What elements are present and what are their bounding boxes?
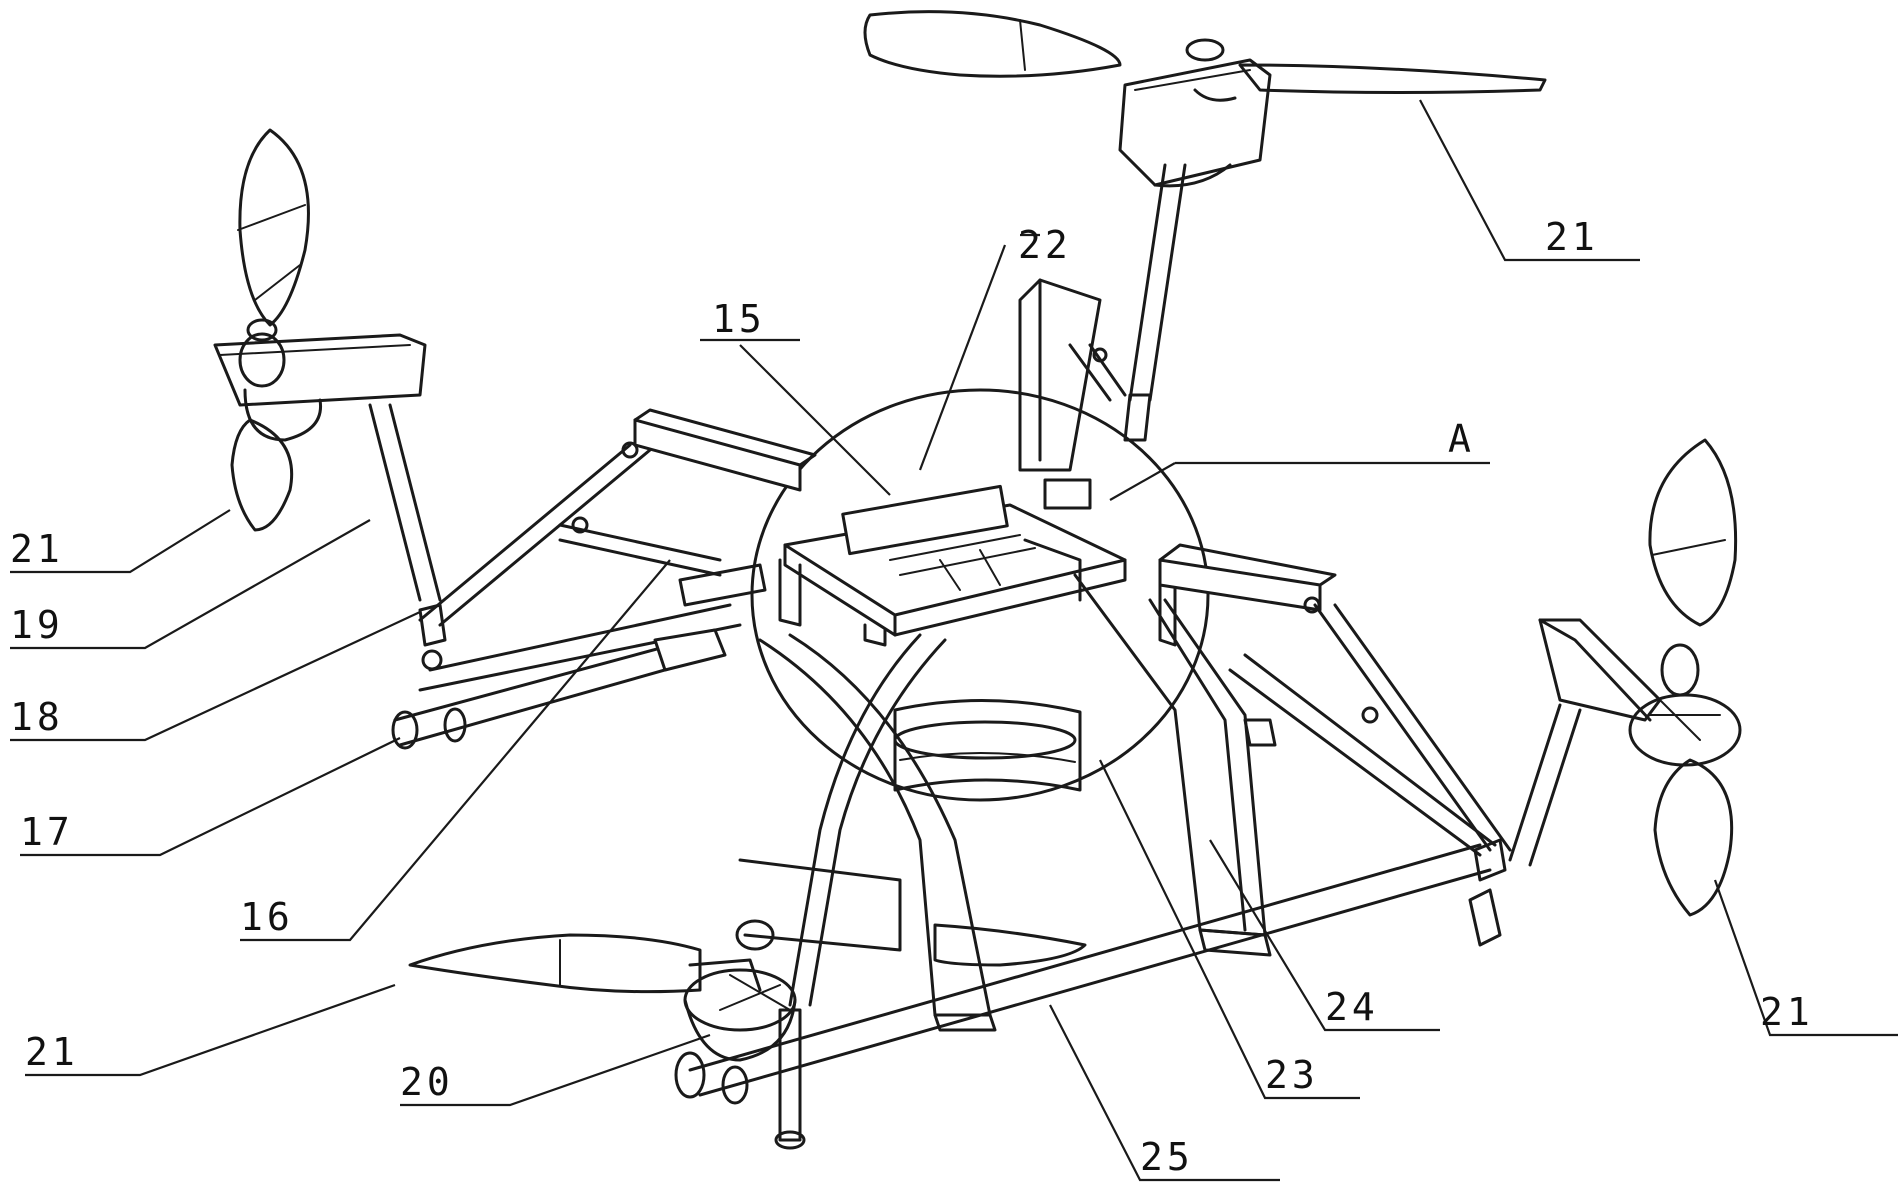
landing-legs (760, 575, 1270, 1148)
right-arm-assembly (1160, 545, 1580, 945)
label-22: 22 (1018, 223, 1072, 267)
top-plate (785, 480, 1125, 635)
left-propeller (215, 130, 440, 600)
top-right-propeller (865, 12, 1545, 440)
label-23: 23 (1265, 1053, 1319, 1097)
label-21-left: 21 (10, 527, 64, 571)
label-A: A (1448, 417, 1475, 461)
label-21-top-right: 21 (1545, 215, 1599, 259)
label-19: 19 (10, 603, 64, 647)
ground-bar (676, 845, 1490, 1103)
label-18: 18 (10, 695, 64, 739)
label-17: 17 (20, 810, 74, 854)
label-24: 24 (1325, 985, 1379, 1029)
label-16: 16 (240, 895, 294, 939)
right-propeller (1540, 440, 1740, 915)
label-21-right: 21 (1760, 990, 1814, 1034)
label-25: 25 (1140, 1135, 1194, 1179)
label-21-bottom-left: 21 (25, 1030, 79, 1074)
leader-lines (10, 100, 1898, 1180)
label-15: 15 (712, 297, 766, 341)
label-20: 20 (400, 1060, 454, 1104)
